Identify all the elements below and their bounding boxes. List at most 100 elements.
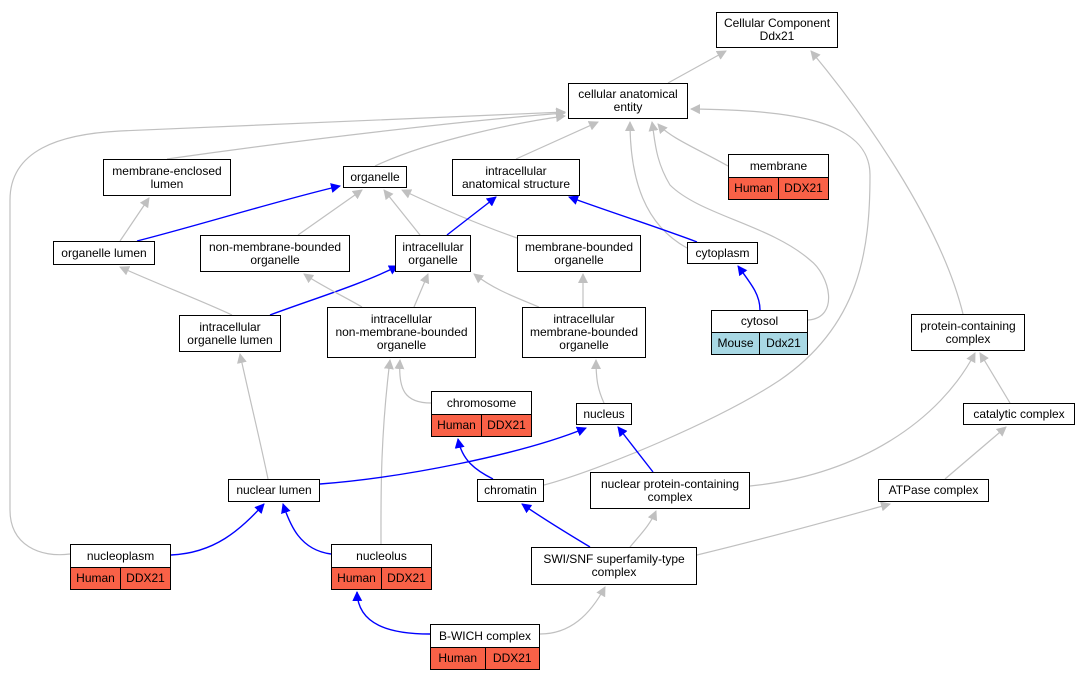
species-tag: Mouse xyxy=(712,333,759,354)
node-label: organelle xyxy=(350,169,400,184)
edge-nucleoplasm-to-nl xyxy=(170,503,265,556)
gene-tag: DDX21 xyxy=(778,178,828,199)
node-label: Cellular Component Ddx21 xyxy=(723,16,831,43)
node-organelle-lumen[interactable]: organelle lumen xyxy=(53,241,155,265)
edge-catalytic-to-pcc xyxy=(979,352,1011,404)
species-tag: Human xyxy=(431,648,485,669)
species-tag: Human xyxy=(432,415,481,436)
node-protein-containing-complex[interactable]: protein-containing complex xyxy=(911,314,1025,351)
edge-npcc-to-nucleus xyxy=(617,426,654,473)
node-label: cytosol xyxy=(740,314,779,328)
node-membrane-bounded-organelle[interactable]: membrane-bounded organelle xyxy=(517,235,641,272)
edge-bwich-to-swisnf xyxy=(539,586,606,635)
node-cellular-component[interactable]: Cellular Component Ddx21 xyxy=(716,12,838,48)
annotation-row: Human DDX21 xyxy=(432,414,531,436)
annotation-row: Human DDX21 xyxy=(71,567,170,589)
node-label: nucleoplasm xyxy=(86,548,155,563)
node-label: intracellular membrane-bounded organelle xyxy=(529,312,639,352)
edge-bwich-to-nucleolus xyxy=(352,591,431,635)
node-label: intracellular anatomical structure xyxy=(461,163,571,191)
edge-io-to-organelle xyxy=(383,189,421,236)
node-label: protein-containing complex xyxy=(920,318,1016,346)
node-atpase-complex[interactable]: ATPase complex xyxy=(878,479,989,502)
node-label: nuclear protein-containing complex xyxy=(600,476,740,504)
annotation-row: Human DDX21 xyxy=(729,177,828,199)
annotation-row: Human DDX21 xyxy=(332,567,431,589)
node-label: cytoplasm xyxy=(695,245,750,260)
node-label: chromosome xyxy=(446,395,517,410)
node-label: ATPase complex xyxy=(888,483,979,497)
gene-tag: DDX21 xyxy=(381,568,431,589)
node-label: membrane-bounded organelle xyxy=(524,239,634,267)
node-label: chromatin xyxy=(484,483,537,497)
node-membrane[interactable]: membrane Human DDX21 xyxy=(728,154,829,200)
edge-npcc-to-pcc xyxy=(749,352,976,487)
edge-inmbo-to-io xyxy=(413,273,430,308)
edge-cytoplasm-to-ias xyxy=(568,195,698,243)
node-intracellular-anatomical-structure[interactable]: intracellular anatomical structure xyxy=(452,159,580,196)
gene-tag: DDX21 xyxy=(484,648,539,669)
edge-nucleoplasm-to-cae xyxy=(9,107,566,556)
node-cellular-anatomical-entity[interactable]: cellular anatomical entity xyxy=(568,83,688,119)
node-organelle[interactable]: organelle xyxy=(343,166,407,188)
node-label: intracellular organelle xyxy=(402,239,464,267)
edge-nucleus-to-imbo xyxy=(591,359,605,404)
node-label: intracellular organelle lumen xyxy=(187,319,273,347)
edge-swisnf-to-chromatin xyxy=(521,503,591,548)
node-label: nucleus xyxy=(583,406,625,421)
annotation-row: Mouse Ddx21 xyxy=(712,332,807,354)
node-label: non-membrane-bounded organelle xyxy=(208,239,342,267)
node-membrane-enclosed-lumen[interactable]: membrane-enclosed lumen xyxy=(103,159,231,196)
node-b-wich-complex[interactable]: B-WICH complex Human DDX21 xyxy=(430,624,540,670)
node-nucleoplasm[interactable]: nucleoplasm Human DDX21 xyxy=(70,544,171,590)
edge-pcc-to-root xyxy=(810,50,964,315)
gene-tag: Ddx21 xyxy=(759,333,807,354)
edge-chromatin-to-chromosome xyxy=(454,438,494,480)
edge-cytosol-to-cytoplasm xyxy=(737,265,761,311)
node-nucleus[interactable]: nucleus xyxy=(576,403,632,425)
node-intracellular-membrane-bounded-organelle[interactable]: intracellular membrane-bounded organelle xyxy=(522,307,646,358)
node-catalytic-complex[interactable]: catalytic complex xyxy=(963,403,1075,425)
edge-mbo-to-organelle xyxy=(401,189,518,239)
edge-chromatin-to-cae xyxy=(543,104,871,486)
edge-cytoplasm-to-cae xyxy=(625,121,688,249)
node-label: intracellular non-membrane-bounded organ… xyxy=(335,312,468,352)
edge-nucleolus-to-inmbo xyxy=(380,359,394,545)
node-non-membrane-bounded-organelle[interactable]: non-membrane-bounded organelle xyxy=(200,235,350,272)
edge-ias-to-cae xyxy=(515,121,599,160)
edge-io-to-ias xyxy=(446,196,497,236)
node-label: membrane xyxy=(749,158,808,173)
edge-membrane-to-cae xyxy=(657,123,729,167)
edge-inmbo-to-nmbo xyxy=(303,273,363,308)
node-nucleolus[interactable]: nucleolus Human DDX21 xyxy=(331,544,432,590)
node-nuclear-protein-containing-complex[interactable]: nuclear protein-containing complex xyxy=(590,472,750,509)
node-label: cellular anatomical entity xyxy=(578,87,678,114)
edge-iol-to-ol xyxy=(119,266,233,316)
node-cytosol[interactable]: cytosol Mouse Ddx21 xyxy=(711,310,808,355)
node-intracellular-non-membrane-bounded-organelle[interactable]: intracellular non-membrane-bounded organ… xyxy=(327,307,476,358)
gene-tag: DDX21 xyxy=(481,415,531,436)
node-label: nucleolus xyxy=(356,548,407,563)
node-chromatin[interactable]: chromatin xyxy=(477,479,544,502)
node-intracellular-organelle[interactable]: intracellular organelle xyxy=(395,235,471,272)
edge-organelle-to-cae xyxy=(374,112,566,167)
edge-ol-to-mel xyxy=(119,197,150,242)
species-tag: Human xyxy=(71,568,120,589)
species-tag: Human xyxy=(729,178,778,199)
node-nuclear-lumen[interactable]: nuclear lumen xyxy=(228,479,320,502)
node-intracellular-organelle-lumen[interactable]: intracellular organelle lumen xyxy=(179,315,281,352)
edge-ol-to-organelle xyxy=(136,183,341,242)
node-label: nuclear lumen xyxy=(236,483,312,497)
edge-nmbo-to-organelle xyxy=(297,189,363,236)
annotation-row: Human DDX21 xyxy=(431,647,539,669)
node-cytoplasm[interactable]: cytoplasm xyxy=(687,242,758,264)
node-swi-snf-superfamily-type-complex[interactable]: SWI/SNF superfamily-type complex xyxy=(531,547,697,585)
edge-chromosome-to-inmbo xyxy=(394,359,432,404)
edge-cae-to-root xyxy=(667,50,727,84)
edge-mel-to-cae xyxy=(166,108,566,160)
node-chromosome[interactable]: chromosome Human DDX21 xyxy=(431,391,532,437)
node-label: membrane-enclosed lumen xyxy=(112,163,222,191)
node-label: organelle lumen xyxy=(61,245,147,260)
